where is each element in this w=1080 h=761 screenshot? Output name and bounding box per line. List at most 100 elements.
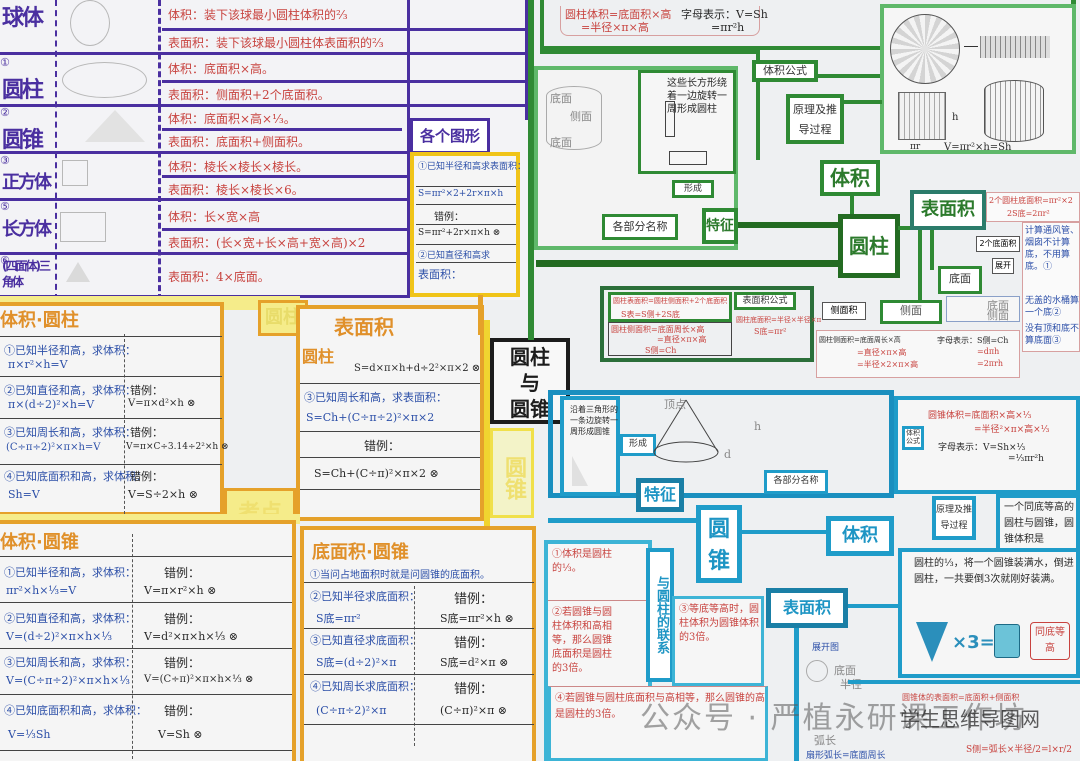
vco-wrong-label: 错例： bbox=[164, 656, 201, 670]
cylinder-hub: 圆柱 bbox=[838, 214, 900, 278]
cs-item: S=πr²+2r×π×h ⊗ bbox=[418, 228, 501, 238]
cone-sketch bbox=[85, 110, 145, 142]
sc-wrong-line: S=d×π×h+d÷2²×π×2 ⊗ bbox=[354, 363, 481, 374]
cuboid-drawing bbox=[898, 92, 946, 140]
bac-wrong: S底=πr²×h ⊗ bbox=[440, 612, 514, 625]
cone-surface: 表面积：底面积+侧面积。 bbox=[168, 135, 311, 149]
vc-wrong: V=π×C÷3.14÷2²×h ⊗ bbox=[126, 442, 229, 452]
two-bases-tag: 2个底面积 bbox=[976, 236, 1020, 252]
row-divider bbox=[0, 151, 410, 154]
sfull-letters: 字母表示：S侧=Ch bbox=[937, 336, 1009, 345]
same-base-height-stamp: 同底等高 bbox=[1030, 622, 1070, 660]
connector-line bbox=[536, 260, 840, 267]
connector-line bbox=[794, 628, 799, 761]
bf-text: S底=πr² bbox=[754, 327, 787, 336]
sfull-label: 圆柱侧面积=底面周长×高 bbox=[819, 336, 901, 344]
note-item: 没有顶和底不算底面③ bbox=[1025, 324, 1080, 346]
tetrahedron-sketch bbox=[66, 262, 90, 282]
section-title: 体积·圆锥 bbox=[0, 532, 79, 553]
features-tag: 特征 bbox=[702, 208, 738, 244]
cvf-text: =半径²×π×高×⅓ bbox=[974, 425, 1050, 435]
vco-wrong: V=Sh ⊗ bbox=[158, 728, 203, 741]
connector-line bbox=[898, 226, 912, 230]
cylinder-sketch bbox=[62, 62, 147, 98]
side-area-formula-box: 圆柱侧面积=底面周长×高 =直径×π×高 S侧=Ch bbox=[608, 322, 732, 356]
cone-derivation-text: 一个同底等高的圆柱与圆锥，圆锥体积是 bbox=[1004, 502, 1074, 545]
relation-item: ②若圆锥与圆柱体积和高相等，那么圆锥底面积是圆柱的3倍。 bbox=[552, 607, 612, 674]
connector-line bbox=[756, 50, 760, 160]
cone-label: h bbox=[754, 420, 762, 433]
cs-item: 错例： bbox=[434, 212, 464, 223]
row-divider bbox=[416, 244, 516, 245]
row-divider bbox=[162, 28, 530, 31]
cone-surface-label: 底面 bbox=[834, 664, 856, 677]
sc-wrong-label: 错例： bbox=[364, 439, 401, 453]
cube-sketch bbox=[62, 160, 88, 186]
volume-formula-tag: 体积公式 bbox=[752, 60, 818, 82]
shape-number: ⑥ bbox=[0, 254, 10, 267]
unfold-label: 侧面 bbox=[987, 309, 1009, 322]
times-three-label: ×3= bbox=[952, 632, 995, 653]
cylinder-volume: 体积：底面积×高。 bbox=[168, 62, 275, 76]
volume-cone-box: 体积·圆锥 ①已知半径和高，求体积： πr²×h×⅓=V 错例： V=π×r²×… bbox=[0, 520, 296, 761]
vco-wrong: V=(C÷π)²×π×h×⅓ ⊗ bbox=[144, 674, 254, 685]
connector-line bbox=[844, 100, 882, 104]
h-label: h bbox=[952, 112, 959, 123]
cube-volume: 体积：棱长×棱长×棱长。 bbox=[168, 160, 309, 174]
cylinder-surface: 表面积：侧面积+2个底面积。 bbox=[168, 88, 330, 102]
row-divider bbox=[0, 52, 530, 55]
row-divider bbox=[304, 582, 534, 583]
row-divider bbox=[304, 628, 534, 629]
vc-question: ②已知直径和高，求体积： bbox=[4, 384, 136, 397]
cone-volume-formula-box: 圆锥体积=底面积×高×⅓ =半径²×π×高×⅓ 字母表示：V=Sh×⅓ =⅓πr… bbox=[894, 396, 1080, 494]
row-divider bbox=[304, 674, 534, 675]
row-divider bbox=[416, 186, 516, 187]
vc-wrong: V=π×d²×h ⊗ bbox=[128, 398, 196, 409]
cube-surface: 表面积：棱长×棱长×6。 bbox=[168, 183, 304, 197]
strip-drawing bbox=[980, 36, 1050, 58]
yellow-band bbox=[0, 514, 300, 524]
cone-derivation-text: 圆柱的⅓，将一个圆锥装满水，倒进圆柱，一共要倒3次就刚好装满。 bbox=[914, 558, 1074, 585]
note-item: 无盖的水桶算一个底② bbox=[1025, 296, 1080, 318]
row-divider bbox=[162, 228, 410, 231]
vc-question: ①已知半径和高，求体积： bbox=[4, 344, 136, 357]
cone-shape-tag: 形成 bbox=[620, 434, 656, 456]
vc-wrong-label: 错例： bbox=[130, 426, 163, 439]
vf-letters: 字母表示：V=Sh bbox=[681, 8, 768, 21]
vco-wrong: V=d²×π×h×⅓ ⊗ bbox=[144, 630, 238, 643]
bac-wrong-label: 错例： bbox=[454, 636, 494, 651]
derivation-formula: V=πr²×h=Sh bbox=[944, 142, 1012, 153]
vc-question: ④已知底面积和高，求体积： bbox=[4, 470, 147, 483]
cs-item: ②已知直径和高求 bbox=[418, 251, 491, 261]
cone-hub: 圆锥 bbox=[696, 505, 742, 583]
relation-item: ①体积是圆柱的⅓。 bbox=[552, 549, 612, 574]
unfold-label: 底面 bbox=[987, 299, 1009, 312]
tetrahedron-surface: 表面积：4×底面。 bbox=[168, 270, 270, 284]
sc-answer: S=Ch+(C÷π÷2)²×π×2 bbox=[306, 411, 435, 424]
cyl-label: 底面 bbox=[550, 92, 572, 105]
row-divider bbox=[0, 418, 222, 419]
relation-item: ④若圆锥与圆柱底面积与高相等，那么圆锥的高是圆柱的3倍。 bbox=[555, 693, 765, 720]
row-divider bbox=[416, 224, 516, 225]
vco-wrong-label: 错例： bbox=[164, 612, 201, 626]
relation-box-bottom: ④若圆锥与圆柱底面积与高相等，那么圆锥的高是圆柱的3倍。 bbox=[548, 686, 768, 761]
surface-tag: 表面积 bbox=[910, 190, 986, 230]
vc-wrong-label: 错例： bbox=[130, 384, 163, 397]
vc-wrong: V=S÷2×h ⊗ bbox=[128, 488, 198, 501]
derivation-drawing: h πr V=πr²×h=Sh bbox=[880, 4, 1076, 154]
sfull-letters: =dπh bbox=[977, 347, 1000, 356]
cylinder-surface-box: ①已知半径和高求表面积： S=πr²×2+2r×π×h 错例： S=πr²+2r… bbox=[410, 152, 526, 297]
connector-line bbox=[848, 680, 1080, 684]
shape-number: ⑤ bbox=[0, 200, 10, 213]
cone-volume-tag: 体积 bbox=[826, 516, 894, 556]
sf-text: S表=S侧+2S底 bbox=[621, 310, 680, 319]
cs-item: 表面积： bbox=[418, 268, 462, 281]
cone-features-note: 沿着三角形的一条边旋转一周形成圆锥 bbox=[570, 405, 618, 436]
connector-line bbox=[738, 222, 842, 228]
bac-wrong: (C÷π)²×π ⊗ bbox=[440, 704, 508, 717]
triangle-drawing bbox=[572, 456, 588, 486]
sc-wrong-answer: S=Ch+(C÷π)²×π×2 ⊗ bbox=[314, 467, 439, 480]
cone-derivation-box-2: 圆柱的⅓，将一个圆锥装满水，倒进圆柱，一共要倒3次就刚好装满。 ×3= 同底等高 bbox=[898, 548, 1080, 678]
arc-note: 扇形弧长=底面周长 bbox=[806, 751, 886, 761]
surface-formula-box: 圆柱表面积=圆柱侧面积+2个底面积 S表=S侧+2S底 bbox=[608, 292, 732, 322]
